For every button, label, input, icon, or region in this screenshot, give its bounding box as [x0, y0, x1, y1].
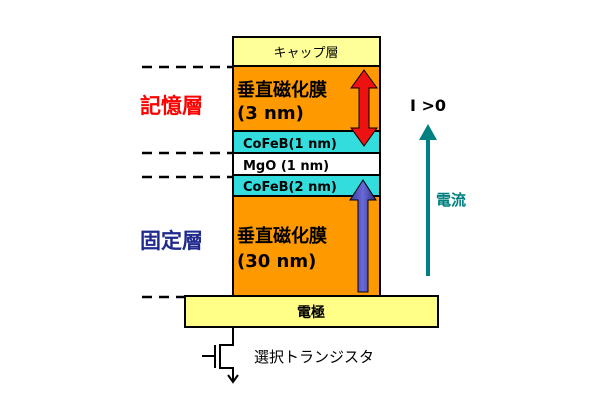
- cap-layer: [232, 36, 381, 67]
- fixed-layer-thickness: (30 nm): [237, 251, 316, 272]
- current-arrow-icon: [419, 124, 437, 140]
- fixed-magnetic-layer: [232, 195, 381, 297]
- electrode-label: 電極: [297, 304, 325, 321]
- mgo-label: MgO (1 nm): [243, 159, 329, 174]
- cofeb-bottom-label: CoFeB(2 nm): [243, 180, 337, 195]
- current-condition-label: I >0: [410, 96, 446, 115]
- cap-layer-label: キャップ層: [273, 46, 338, 61]
- layer-boundary-lines: [142, 65, 232, 299]
- free-magnetization-double-arrow-icon: [350, 69, 378, 147]
- fixed-magnetization-arrow-icon: [349, 179, 377, 293]
- fixed-layer-magnet-label: 垂直磁化膜: [237, 225, 327, 247]
- current-label: 電流: [436, 191, 466, 209]
- electrode: [184, 295, 439, 328]
- free-layer-thickness: (3 nm): [237, 103, 304, 124]
- transistor-icon: [202, 327, 239, 384]
- fixed-layer-label: 固定層: [140, 229, 203, 253]
- memory-layer-label: 記憶層: [140, 94, 203, 118]
- cofeb-top-label: CoFeB(1 nm): [243, 137, 337, 152]
- transistor-label: 選択トランジスタ: [254, 348, 374, 366]
- free-magnetic-layer: [232, 65, 381, 132]
- free-layer-label: 垂直磁化膜: [237, 79, 327, 101]
